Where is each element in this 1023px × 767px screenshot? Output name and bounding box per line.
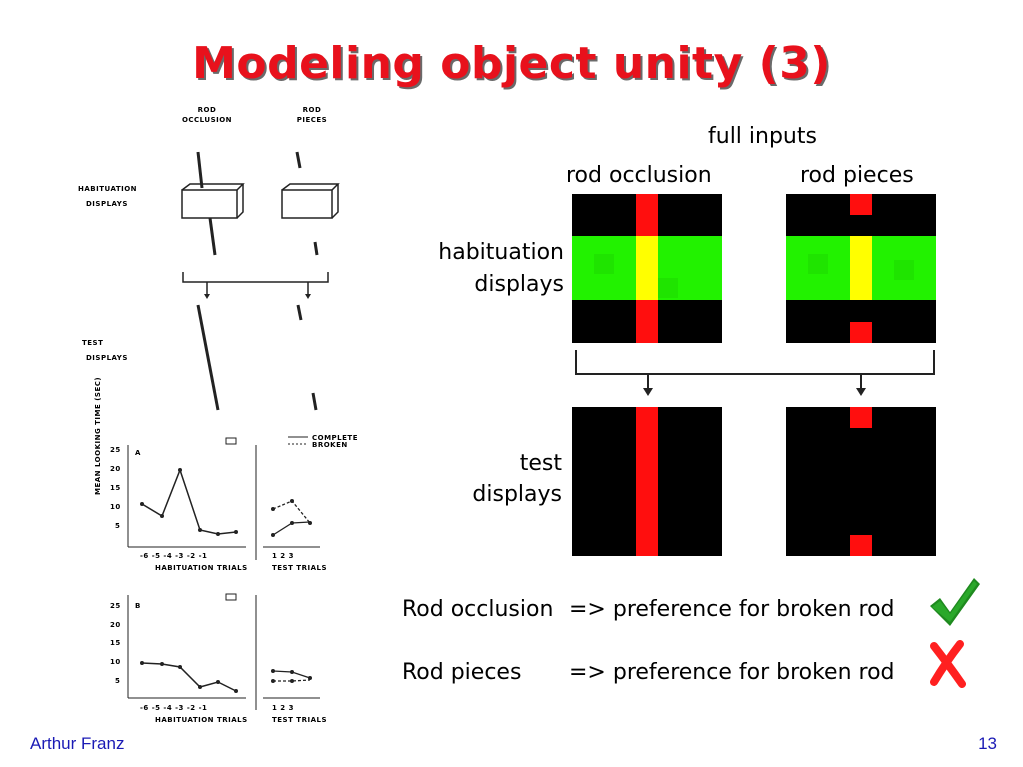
conclusion-2-left: Rod pieces	[402, 660, 522, 685]
conclusion-1-right: => preference for broken rod	[569, 597, 895, 622]
conclusion-1-left: Rod occlusion	[402, 597, 554, 622]
label-rod-2: ROD	[303, 106, 322, 114]
svg-text:15: 15	[110, 484, 121, 492]
grid-habituation-pieces	[786, 194, 936, 343]
svg-text:10: 10	[110, 658, 121, 666]
svg-text:20: 20	[110, 621, 121, 629]
label-test-displays: DISPLAYS	[86, 354, 128, 362]
legend-complete: COMPLETE	[312, 434, 358, 442]
grid-test-pieces	[786, 407, 936, 556]
x-label-test-a: TEST TRIALS	[272, 564, 327, 572]
label-displays: DISPLAYS	[86, 200, 128, 208]
grid-habituation-occlusion	[572, 194, 722, 343]
label-full-inputs: full inputs	[708, 124, 817, 149]
x-label-habituation-a: HABITUATION TRIALS	[155, 564, 248, 572]
label-test: TEST	[82, 339, 103, 347]
label-habituation: habituation	[438, 240, 564, 265]
scanned-figure-drawing: ROD OCCLUSION ROD PIECES HABITUATION DIS…	[78, 106, 358, 724]
check-mark-icon	[930, 578, 980, 626]
label-col-rod-occlusion: rod occlusion	[566, 163, 712, 188]
scanned-figure: ROD OCCLUSION ROD PIECES HABITUATION DIS…	[60, 100, 380, 725]
svg-text:-6 -5 -4 -3 -2 -1: -6 -5 -4 -3 -2 -1	[140, 704, 207, 712]
label-col-rod-pieces: rod pieces	[800, 163, 914, 188]
panel-a-label: A	[135, 449, 141, 457]
slide-title: Modeling object unity (3)	[192, 38, 831, 89]
label-pieces: PIECES	[297, 116, 327, 124]
svg-text:20: 20	[110, 465, 121, 473]
label-habituation-displays: displays	[474, 272, 564, 297]
svg-text:-6 -5 -4 -3 -2 -1: -6 -5 -4 -3 -2 -1	[140, 552, 207, 560]
cross-mark-icon	[930, 640, 966, 688]
page-number: 13	[978, 734, 997, 753]
label-occlusion: OCCLUSION	[182, 116, 232, 124]
svg-text:5: 5	[115, 677, 120, 685]
label-test-displays: displays	[472, 482, 562, 507]
footer-author: Arthur Franz	[30, 734, 125, 753]
conclusion-2-right: => preference for broken rod	[569, 660, 895, 685]
svg-text:5: 5	[115, 522, 120, 530]
svg-text:25: 25	[110, 602, 121, 610]
svg-text:15: 15	[110, 639, 121, 647]
svg-text:1 2 3: 1 2 3	[272, 552, 294, 560]
y-axis-label: MEAN LOOKING TIME (SEC)	[94, 377, 102, 495]
bracket-arrows	[575, 350, 935, 396]
svg-text:25: 25	[110, 446, 121, 454]
label-rod-1: ROD	[198, 106, 217, 114]
grid-test-occlusion	[572, 407, 722, 556]
panel-b-label: B	[135, 602, 141, 610]
x-label-habituation-b: HABITUATION TRIALS	[155, 716, 248, 724]
legend-broken: BROKEN	[312, 441, 348, 449]
label-habituation: HABITUATION	[78, 185, 137, 193]
label-test: test	[519, 451, 562, 476]
svg-text:1 2 3: 1 2 3	[272, 704, 294, 712]
x-label-test-b: TEST TRIALS	[272, 716, 327, 724]
svg-text:10: 10	[110, 503, 121, 511]
